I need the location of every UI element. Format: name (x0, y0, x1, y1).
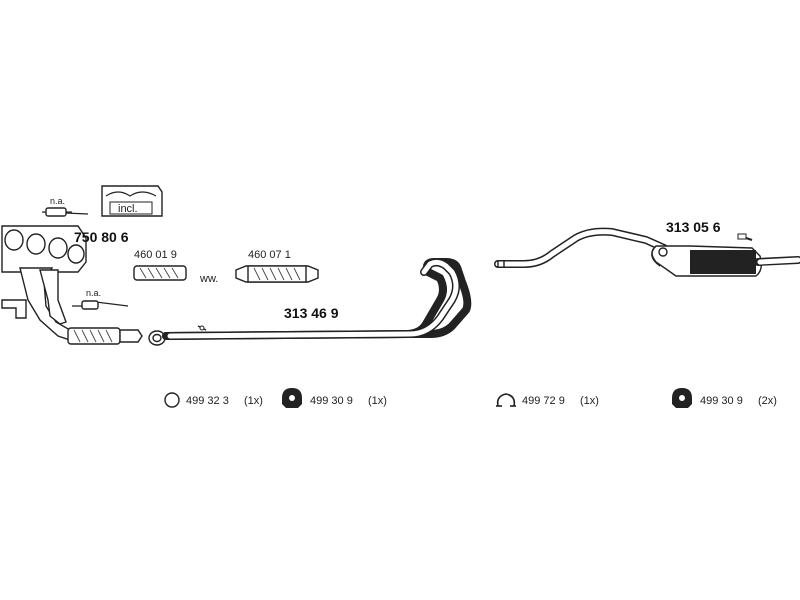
flex-pipe-2[interactable]: 460 07 1 (235, 249, 319, 283)
legend-3-number: 499 72 9 (522, 395, 565, 407)
middle-pipe[interactable]: 313 46 9 (162, 258, 472, 340)
legend-2-qty: (1x) (368, 395, 387, 407)
legend-3-qty: (1x) (580, 395, 599, 407)
legend-1-qty: (1x) (244, 395, 263, 407)
flex-pipe-1[interactable]: 460 01 9 (133, 249, 187, 281)
flex-pipe-1-number: 460 01 9 (134, 249, 177, 261)
legend-4-qty: (2x) (758, 395, 777, 407)
lambda-sensor-upper[interactable]: n.a. (41, 196, 89, 217)
legend-item-3[interactable]: 499 72 9 (1x) (496, 393, 599, 407)
manifold-part-number: 750 80 6 (74, 229, 129, 245)
sensor-lower-note: n.a. (86, 288, 101, 298)
gasket-kit-label: incl. (118, 203, 138, 215)
rear-muffler-number: 313 05 6 (666, 219, 721, 235)
clamp-icon (496, 393, 516, 407)
lambda-sensor-lower[interactable]: n.a. (72, 288, 129, 310)
legend-item-4[interactable]: 499 30 9 (2x) (672, 388, 777, 408)
legend-2-number: 499 30 9 (310, 395, 353, 407)
alternative-label: ww. (199, 273, 218, 285)
rear-muffler[interactable]: 313 05 6 (651, 219, 800, 277)
flex-pipe-2-number: 460 07 1 (248, 249, 291, 261)
exhaust-manifold[interactable] (1, 225, 143, 345)
ring-icon (164, 392, 180, 408)
rear-pipe[interactable] (494, 227, 668, 268)
rubber-mount-icon (282, 388, 302, 408)
legend-1-number: 499 32 3 (186, 395, 229, 407)
middle-pipe-number: 313 46 9 (284, 305, 339, 321)
legend-4-number: 499 30 9 (700, 395, 743, 407)
legend-item-1[interactable]: 499 32 3 (1x) (164, 392, 263, 408)
gasket-kit-box[interactable]: incl. (101, 185, 163, 217)
legend-item-2[interactable]: 499 30 9 (1x) (282, 388, 387, 408)
rubber-mount-icon (672, 388, 692, 408)
sensor-upper-note: n.a. (50, 196, 65, 206)
